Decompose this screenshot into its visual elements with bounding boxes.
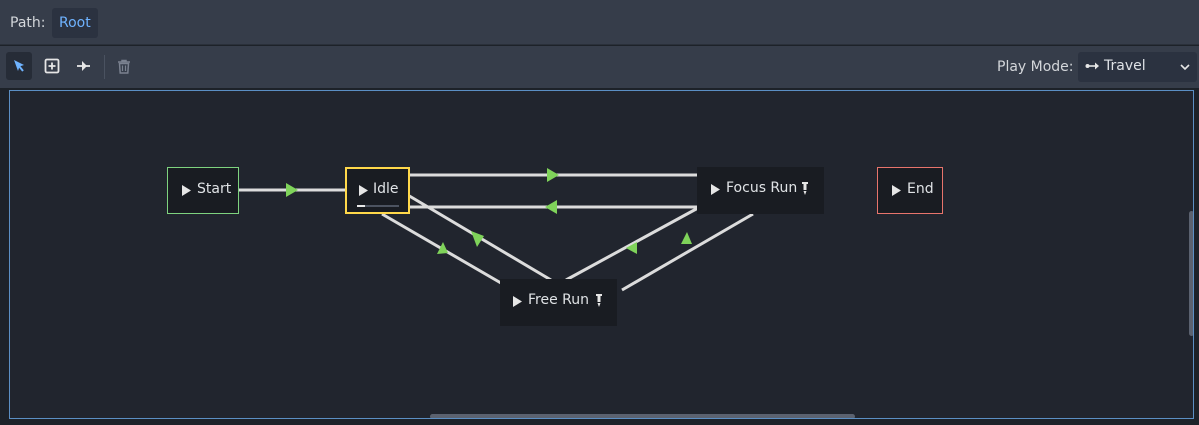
toolbar: Play Mode: Travel (0, 46, 1199, 88)
play-icon[interactable] (182, 185, 191, 196)
transition-icon (77, 61, 90, 71)
toolbar-separator (104, 55, 105, 79)
play-icon[interactable] (513, 296, 522, 307)
transition-arrow (681, 232, 692, 244)
add-node-button[interactable] (39, 52, 65, 80)
path-bar: Path: Root (0, 0, 1199, 45)
transition-arrow (471, 231, 484, 247)
play-icon[interactable] (711, 184, 720, 195)
transition-arrow (547, 168, 559, 182)
transitions-layer (238, 168, 754, 292)
state-label: Idle (373, 181, 399, 197)
path-root-button[interactable]: Root (52, 8, 98, 38)
state-label: Focus Run (726, 180, 798, 196)
state-progress-fill (357, 205, 366, 207)
transition-line[interactable] (621, 212, 754, 292)
travel-icon (1085, 62, 1099, 70)
transition-line[interactable] (565, 206, 699, 282)
state-machine-canvas[interactable]: Start Idle Focus Run End Free Run (9, 90, 1194, 419)
vertical-scrollbar[interactable] (1189, 211, 1193, 336)
play-icon[interactable] (359, 185, 368, 196)
pointer-icon (14, 60, 24, 72)
trash-icon (118, 59, 130, 74)
state-label: Start (197, 181, 232, 197)
state-label: Free Run (528, 292, 590, 308)
play-mode-select[interactable]: Travel (1078, 52, 1197, 82)
add-icon (44, 58, 60, 74)
play-mode-value: Travel (1104, 58, 1146, 74)
transition-arrow (437, 242, 448, 254)
connect-transition-button[interactable] (71, 52, 97, 80)
transition-arrow (286, 183, 298, 197)
play-icon[interactable] (892, 185, 901, 196)
delete-button[interactable] (111, 52, 137, 80)
edit-icon[interactable] (596, 294, 602, 307)
state-node-start[interactable]: Start (167, 167, 239, 214)
state-label: End (907, 181, 934, 197)
horizontal-scrollbar[interactable] (430, 414, 855, 418)
state-node-free-run[interactable]: Free Run (500, 279, 617, 326)
select-tool-button[interactable] (6, 52, 32, 80)
transition-arrow (626, 242, 637, 254)
play-mode-label: Play Mode: (997, 59, 1074, 75)
path-label: Path: (10, 15, 46, 31)
transition-arrow (545, 200, 557, 214)
state-node-end[interactable]: End (877, 167, 943, 214)
state-node-focus-run[interactable]: Focus Run (697, 167, 824, 214)
state-node-idle[interactable]: Idle (345, 167, 410, 214)
chevron-down-icon (1180, 64, 1190, 71)
edit-icon[interactable] (802, 182, 808, 195)
state-progress-bar (357, 205, 399, 207)
